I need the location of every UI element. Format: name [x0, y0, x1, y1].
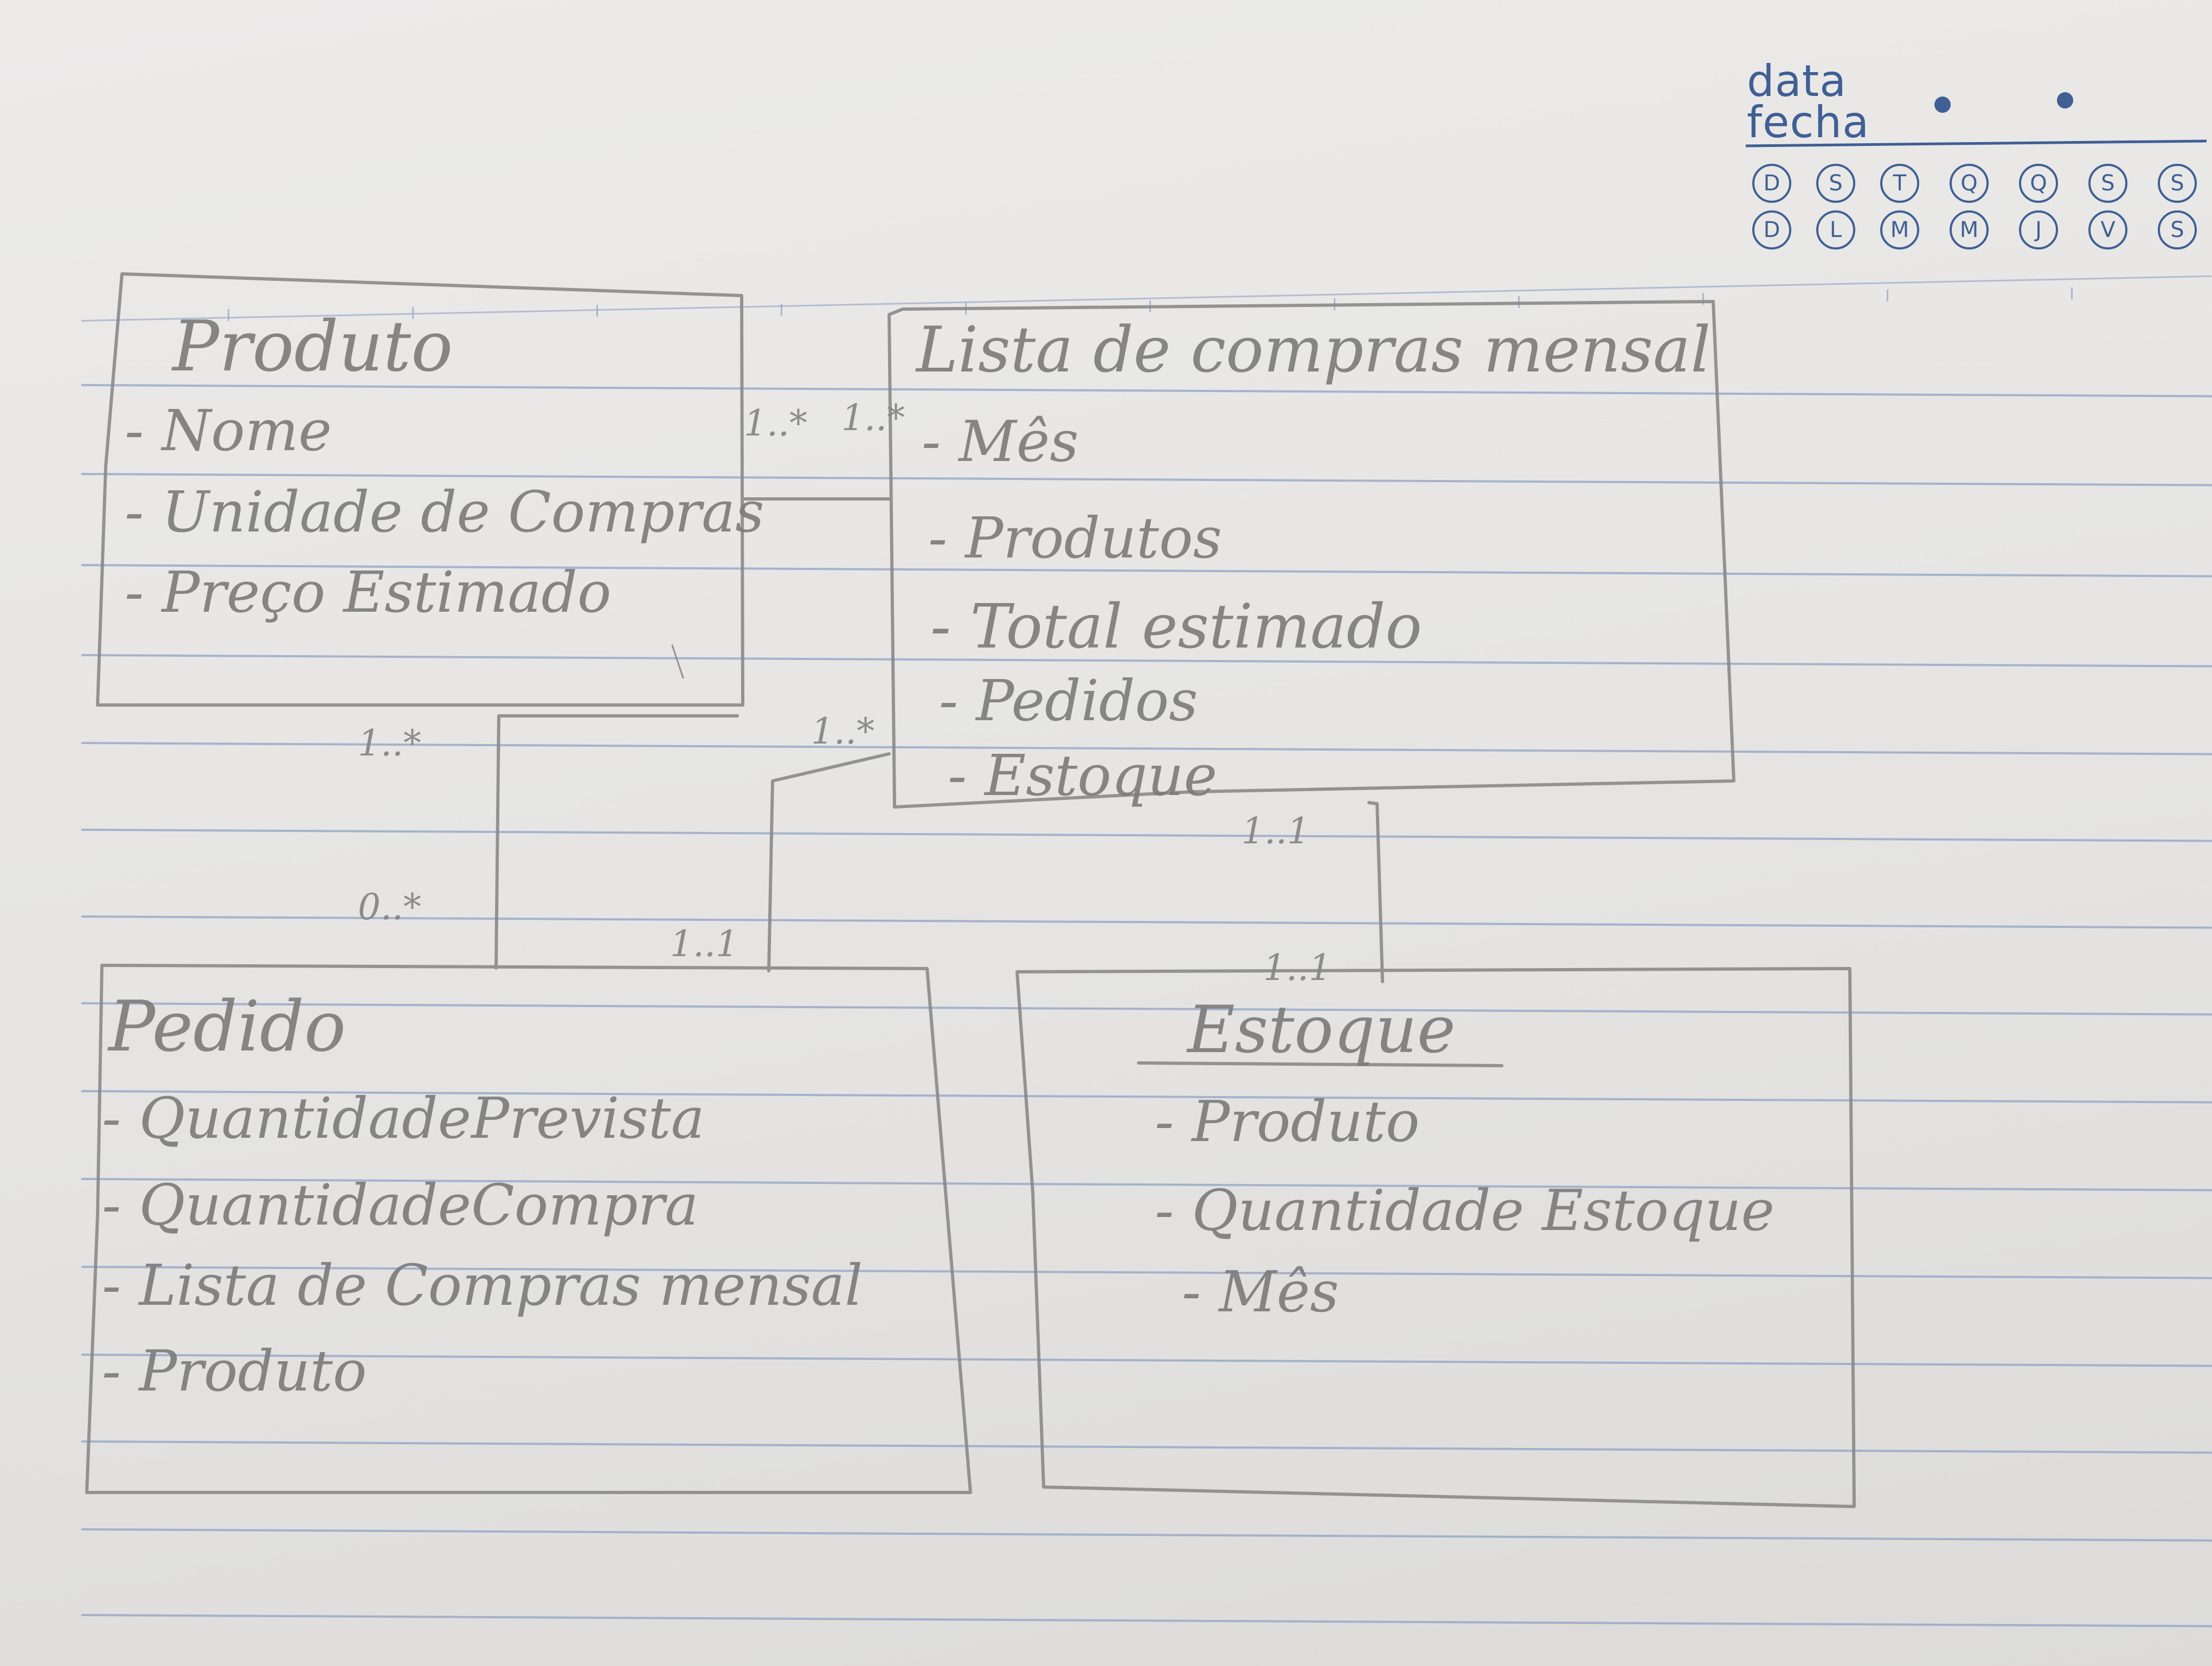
ruler-tick: [412, 307, 414, 319]
lista-estoque-connector: [1367, 801, 1384, 983]
multiplicity-label: 0..*: [358, 886, 421, 928]
lista-title: Lista de compras mensal: [916, 313, 1711, 387]
produto-title: Produto: [172, 306, 453, 387]
ruler-tick: [781, 304, 782, 316]
lista-attribute: - Pedidos: [939, 668, 1198, 734]
multiplicity-label: 1..*: [811, 710, 874, 752]
pedido-box: [85, 964, 972, 1494]
weekday-circle: S: [1816, 164, 1855, 203]
estoque-attribute: - Produto: [1155, 1088, 1420, 1155]
data-label: data: [1747, 56, 1847, 106]
weekday-circle: J: [2019, 210, 2058, 249]
multiplicity-label: 1..1: [1263, 947, 1332, 989]
estoque-title-underline: [1137, 1061, 1503, 1067]
lista-box: [888, 300, 1735, 809]
estoque-box: [1015, 967, 1856, 1508]
weekday-circle: S: [2088, 164, 2127, 203]
ruler-tick: [596, 305, 598, 317]
weekday-circle: T: [1880, 164, 1919, 203]
pedido-title: Pedido: [108, 986, 346, 1067]
weekday-circle: V: [2088, 210, 2127, 249]
pedido-attribute: - QuantidadePrevista: [102, 1085, 705, 1151]
estoque-attribute: - Mês: [1182, 1259, 1339, 1325]
weekday-circle: M: [1880, 210, 1919, 249]
pedido-attribute: - Produto: [102, 1338, 367, 1404]
weekday-circle: D: [1752, 210, 1791, 249]
ruler-tick: [1702, 293, 1704, 305]
ruler-tick: [2071, 287, 2073, 299]
produto-attribute: - Unidade de Compras: [125, 479, 764, 545]
estoque-title: Estoque: [1187, 992, 1456, 1068]
multiplicity-label: 1..*: [744, 402, 807, 444]
weekday-circle: D: [1752, 164, 1791, 203]
estoque-attribute: - Quantidade Estoque: [1155, 1177, 1775, 1244]
pedido-attribute: - Lista de Compras mensal: [102, 1252, 863, 1318]
date-separator-dot: [1934, 97, 1951, 113]
multiplicity-label: 1..1: [1242, 810, 1310, 852]
weekday-circle: S: [2158, 210, 2197, 249]
weekday-circle: S: [2158, 164, 2197, 203]
lista-attribute: - Produtos: [928, 505, 1222, 571]
multiplicity-label: 1..*: [841, 397, 905, 439]
produto-attribute: - Nome: [125, 398, 332, 464]
produto-box: [96, 272, 744, 707]
weekday-circle: Q: [1950, 164, 1989, 203]
multiplicity-label: 1..1: [670, 923, 738, 965]
weekday-circle: L: [1816, 210, 1855, 249]
date-separator-dot: [2057, 92, 2073, 108]
weekday-circle: M: [1950, 210, 1989, 249]
weekday-circle: Q: [2019, 164, 2058, 203]
ruler-tick: [1887, 290, 1888, 302]
multiplicity-label: 1..*: [358, 722, 421, 764]
produto-attribute: - Preço Estimado: [125, 559, 612, 625]
ruler-tick: [228, 309, 229, 321]
lista-attribute: - Estoque: [948, 742, 1217, 809]
lista-pedido-connector: [767, 752, 891, 972]
fecha-label: fecha: [1747, 97, 1870, 148]
produto-pedido-connector: [494, 714, 500, 970]
pedido-attribute: - QuantidadeCompra: [102, 1172, 699, 1238]
lista-attribute: - Mês: [922, 408, 1079, 475]
lista-attribute: - Total estimado: [930, 592, 1422, 662]
